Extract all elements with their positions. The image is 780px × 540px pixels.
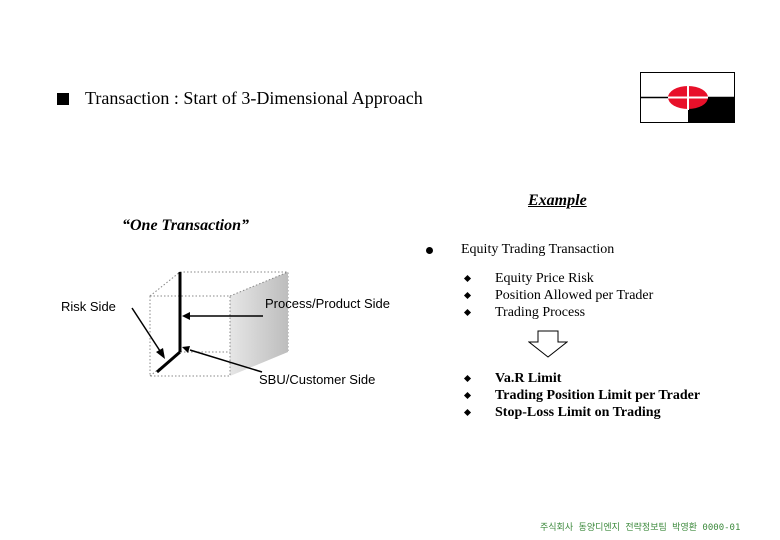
diamond-bullet-icon bbox=[463, 374, 472, 383]
footer-text: 주식회사 동양디엔지 전략정보팀 박영환 0000-01 bbox=[540, 523, 741, 533]
diamond-bullet-icon bbox=[463, 274, 472, 283]
diamond-bullet-icon bbox=[463, 291, 472, 300]
three-dimensional-cube-diagram bbox=[131, 271, 289, 377]
list-item-label: Position Allowed per Trader bbox=[495, 288, 654, 303]
list-item: Va.R Limit bbox=[463, 370, 700, 387]
limit-list: Va.R Limit Trading Position Limit per Tr… bbox=[463, 370, 701, 421]
diamond-bullet-icon bbox=[463, 308, 472, 317]
list-item-label: Stop-Loss Limit on Trading bbox=[495, 405, 661, 420]
list-item: Trading Position Limit per Trader bbox=[463, 387, 701, 404]
square-bullet-icon bbox=[57, 92, 69, 105]
list-item: Trading Process bbox=[463, 304, 653, 321]
list-item-label: Equity Price Risk bbox=[495, 271, 594, 286]
list-item-label: Trading Position Limit per Trader bbox=[495, 388, 701, 403]
slide-title-row: Transaction : Start of 3-Dimensional App… bbox=[57, 88, 423, 109]
sbu-customer-side-label: SBU/Customer Side bbox=[259, 372, 376, 387]
company-logo bbox=[640, 72, 735, 123]
example-heading: Example bbox=[528, 192, 587, 209]
risk-side-label: Risk Side bbox=[61, 299, 116, 314]
risk-factor-list: Equity Price Risk Position Allowed per T… bbox=[463, 270, 654, 321]
down-arrow-icon bbox=[528, 330, 568, 358]
diamond-bullet-icon bbox=[463, 408, 472, 417]
process-product-side-label: Process/Product Side bbox=[265, 296, 391, 311]
list-item: Equity Price Risk bbox=[463, 270, 653, 287]
list-item-label: Va.R Limit bbox=[495, 371, 562, 386]
list-item: Stop-Loss Limit on Trading bbox=[463, 404, 700, 421]
one-transaction-heading: “One Transaction” bbox=[122, 217, 249, 234]
list-item-label: Trading Process bbox=[495, 305, 586, 320]
main-item-label: Equity Trading Transaction bbox=[461, 242, 615, 257]
equity-trading-transaction-item: Equity Trading Transaction bbox=[426, 242, 614, 258]
diamond-bullet-icon bbox=[463, 391, 472, 400]
list-item: Position Allowed per Trader bbox=[463, 287, 654, 304]
slide-title: Transaction : Start of 3-Dimensional App… bbox=[85, 88, 423, 108]
round-bullet-icon bbox=[426, 246, 433, 254]
